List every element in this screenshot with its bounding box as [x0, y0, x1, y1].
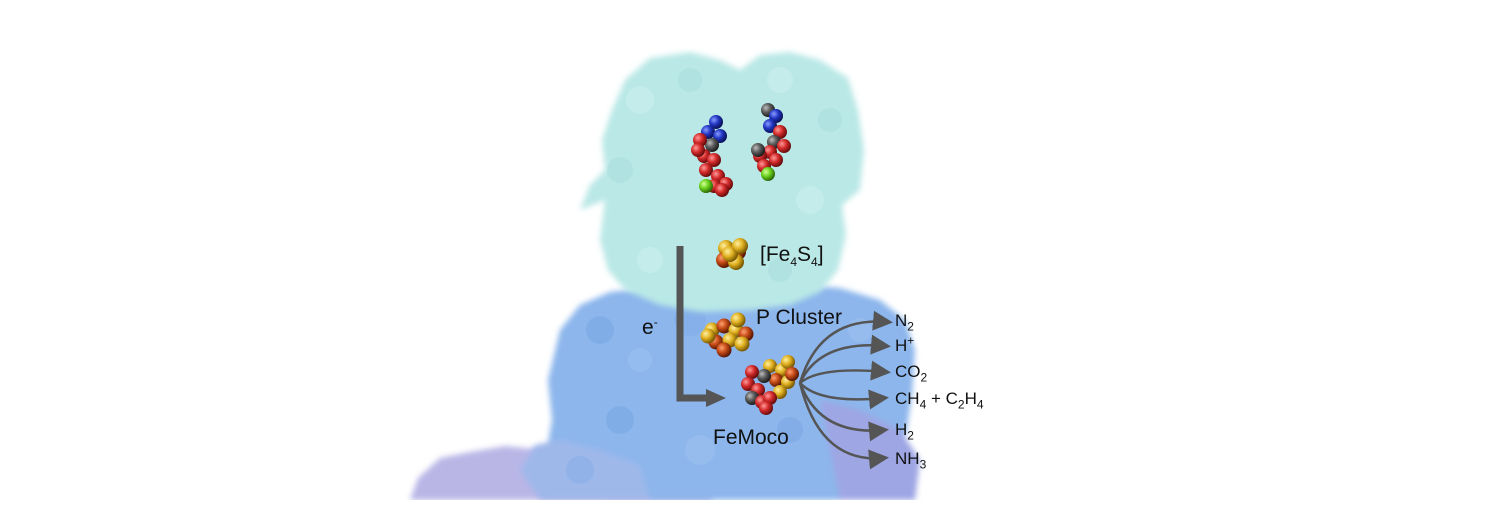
reaction-arrow-h-plus: [798, 334, 891, 384]
adp-left-atom: [705, 138, 719, 152]
adp-right-atom: [761, 167, 775, 181]
molecular-clusters: [691, 103, 799, 415]
femoco-atom: [769, 373, 783, 387]
femoco-atom: [757, 369, 771, 383]
reaction-arrow-n2: [798, 310, 893, 384]
fe4s4-label: [Fe4S4]: [760, 243, 824, 270]
reaction-arrow-h2: [798, 382, 889, 442]
mofe-protein-texture: [566, 304, 872, 484]
product-label-ch4-c2h4: CH4 + C2H4: [895, 389, 984, 412]
adp-left-atom: [713, 129, 727, 143]
p-cluster-label: P Cluster: [756, 306, 842, 329]
adp-right-atom: [751, 143, 765, 157]
adp-left-atom: [709, 115, 723, 129]
reaction-arrow-ch4-c2h4: [799, 382, 889, 410]
femoco-atom: [759, 401, 773, 415]
p-cluster-atom: [716, 318, 732, 334]
p-cluster-atom: [730, 312, 746, 328]
femoco-atom: [781, 355, 795, 369]
product-label-nh3: NH3: [895, 449, 927, 472]
reaction-arrow-nh3: [798, 382, 889, 470]
p-cluster-atom: [716, 342, 732, 358]
adp-left-atom: [691, 143, 705, 157]
adp-left-atom: [707, 153, 721, 167]
p-cluster-atom: [734, 336, 750, 352]
adp-left-atom: [715, 183, 729, 197]
adp-left-atom: [699, 179, 713, 193]
femoco-label: FeMoco: [713, 426, 789, 449]
reaction-arrows: [798, 310, 893, 470]
electron-label: e-: [642, 315, 658, 339]
electron-transfer-arrow: [676, 246, 726, 407]
fe-protein-texture: [607, 67, 842, 282]
product-label-h-plus: H+: [895, 333, 915, 355]
fe4s4-atom: [732, 238, 748, 254]
adp-right-atom: [777, 139, 791, 153]
adp-right-atom: [769, 153, 783, 167]
reaction-arrow-co2: [799, 360, 891, 384]
femoco-atom: [785, 367, 799, 381]
product-label-n2: N2: [895, 311, 914, 334]
product-label-h2: H2: [895, 420, 914, 443]
adp-left-atom: [699, 163, 713, 177]
product-label-co2: CO2: [895, 362, 928, 385]
p-cluster-atom: [700, 328, 716, 344]
femoco-atom: [745, 365, 759, 379]
